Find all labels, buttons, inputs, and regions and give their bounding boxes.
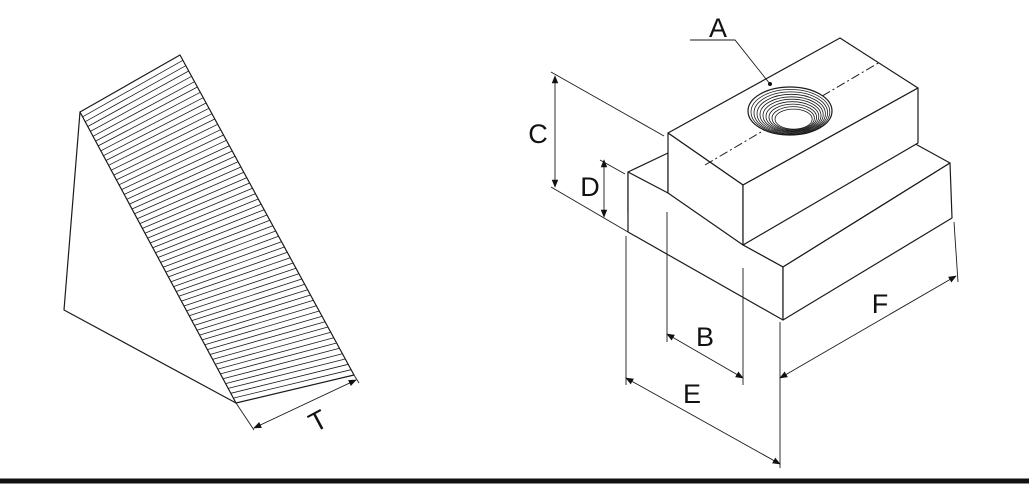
serration-line <box>215 331 331 365</box>
serration-line <box>163 225 273 268</box>
serration-line <box>90 75 192 132</box>
t-extension-line-2 <box>353 374 360 384</box>
serration-line <box>183 267 297 307</box>
serration-line <box>212 326 329 360</box>
t-extension-line-1 <box>235 402 255 431</box>
serration-line <box>82 59 184 118</box>
f-dimension-line <box>779 275 957 379</box>
serration-line <box>194 289 308 326</box>
thread-ring <box>774 108 813 130</box>
serration-line <box>189 278 302 317</box>
thread-ring <box>753 91 828 135</box>
serration-line <box>129 155 236 205</box>
serration-line <box>157 214 268 258</box>
serration-line <box>103 102 207 157</box>
thread-ring <box>756 93 826 134</box>
f-extension-line <box>953 221 959 283</box>
f-label: F <box>872 289 889 319</box>
serration-line <box>220 342 337 375</box>
a-leader-dot <box>768 82 772 86</box>
serrated-wedge: T <box>63 54 360 438</box>
serration-line <box>100 97 204 152</box>
serration-line <box>113 123 218 176</box>
thread-ring <box>762 98 822 133</box>
serration-line <box>207 315 323 350</box>
serrated-face <box>79 54 355 404</box>
serration-line <box>147 193 256 239</box>
b-dimension-line <box>666 333 744 379</box>
serration-line <box>105 107 210 161</box>
serration-line <box>230 363 349 394</box>
serration-line <box>155 209 265 254</box>
serration-line <box>118 134 224 186</box>
serration-line <box>144 187 253 234</box>
e-dimension-line <box>625 377 781 465</box>
a-label: A <box>709 13 727 43</box>
serration-line <box>160 219 271 263</box>
serration-line <box>85 65 186 123</box>
thread-ring <box>771 106 815 131</box>
serration-line <box>121 139 227 190</box>
serration-line <box>181 262 294 302</box>
thread-ring <box>750 89 831 135</box>
serration-line <box>126 150 233 200</box>
t-label: T <box>304 404 333 438</box>
serration-line <box>111 118 215 171</box>
e-label: E <box>683 379 701 409</box>
serration-line <box>170 241 282 283</box>
serration-line <box>178 257 291 297</box>
thread-ring <box>765 101 820 132</box>
serration-lines <box>82 59 352 399</box>
serration-line <box>222 347 340 380</box>
wedge-side-outline <box>63 111 237 404</box>
c-label: C <box>528 119 548 149</box>
serration-line <box>131 161 239 210</box>
t-slot-nut: A C D B E F <box>528 13 959 468</box>
boss-side-face <box>742 87 919 246</box>
serration-line <box>168 235 279 278</box>
serration-line <box>134 166 242 215</box>
serration-line <box>152 203 262 249</box>
serration-line <box>209 321 326 355</box>
thread-ring <box>759 96 824 133</box>
serration-line <box>116 129 221 181</box>
serration-line <box>202 305 317 341</box>
serration-line <box>191 283 305 321</box>
serration-line <box>165 230 276 273</box>
serration-line <box>124 145 230 195</box>
serration-line <box>108 113 213 166</box>
serration-line <box>173 246 285 287</box>
serration-line <box>150 198 259 244</box>
serration-line <box>139 177 247 224</box>
serration-line <box>196 294 311 331</box>
serration-line <box>225 353 343 384</box>
d-label: D <box>580 172 600 202</box>
serration-line <box>92 81 195 137</box>
serration-line <box>228 358 346 389</box>
c-extension-bottom <box>550 186 629 233</box>
serration-line <box>217 337 334 370</box>
serration-line <box>137 171 244 220</box>
a-leader-line <box>690 39 771 85</box>
c-extension-top <box>550 71 665 137</box>
serration-line <box>199 299 314 336</box>
b-label: B <box>696 322 714 352</box>
threaded-hole <box>747 86 833 136</box>
serration-line <box>176 251 288 292</box>
serration-line <box>204 310 320 346</box>
serration-line <box>142 182 250 229</box>
serration-line <box>95 86 198 142</box>
serration-line <box>186 273 300 312</box>
serration-line <box>87 70 189 127</box>
serration-line <box>98 91 201 147</box>
thread-ring <box>768 103 817 131</box>
t-dimension-line <box>253 379 357 429</box>
